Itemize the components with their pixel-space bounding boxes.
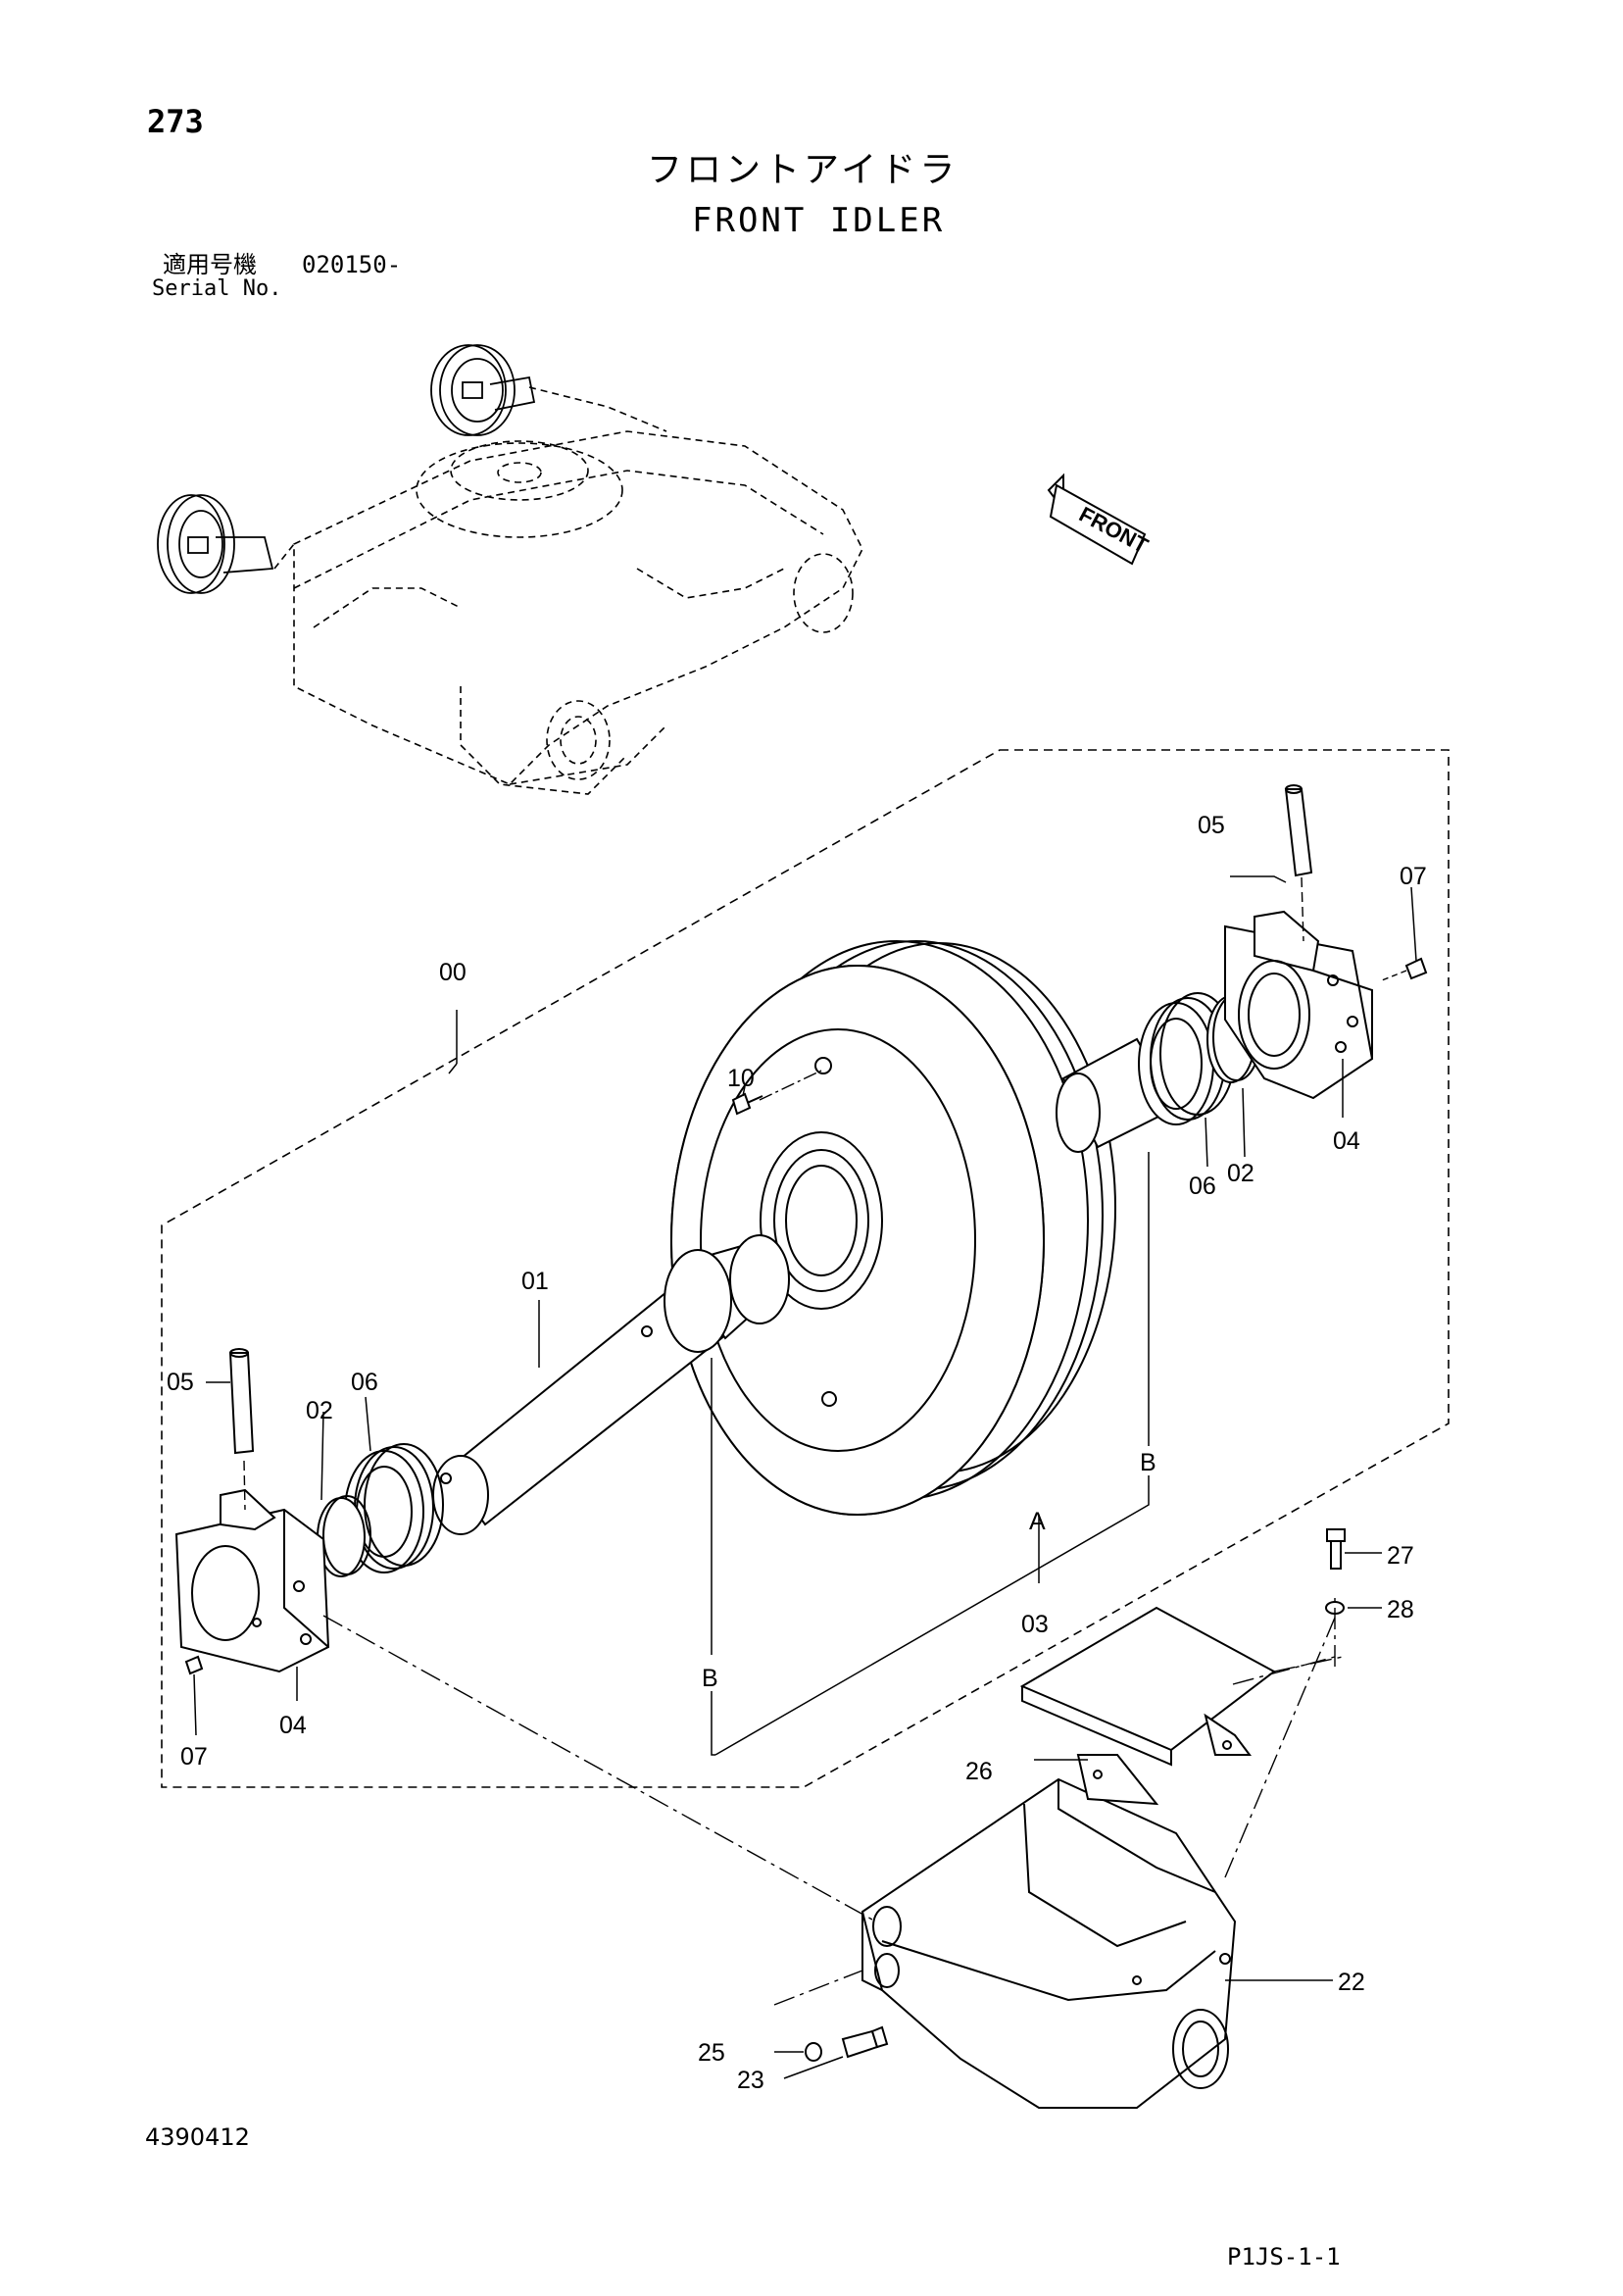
callout-07-left: 07 <box>180 1743 208 1771</box>
callout-26: 26 <box>965 1758 993 1785</box>
callout-07-right: 07 <box>1400 863 1427 890</box>
shaft-01 <box>432 1234 790 1535</box>
bearing-block-04-left <box>174 1488 330 1673</box>
callout-02-left: 02 <box>306 1397 333 1424</box>
callout-05-left: 05 <box>167 1369 194 1396</box>
callout-04-left: 04 <box>279 1712 307 1739</box>
callout-27: 27 <box>1387 1542 1414 1570</box>
track-frame-overview <box>273 386 863 795</box>
bolt-10 <box>731 1070 822 1116</box>
serial-label-japanese: 適用号機 <box>163 251 257 278</box>
callout-B-left: B <box>702 1665 718 1692</box>
cover-plate-26 <box>1019 1606 1276 1806</box>
bolt-07-right <box>1381 957 1428 981</box>
leader-lines <box>193 875 1417 2079</box>
callout-labels: 00 01 02 02 03 04 04 05 05 06 06 07 07 1… <box>167 812 1427 2094</box>
assembly-boundary <box>161 749 1450 1788</box>
overview-idler-front <box>157 494 274 594</box>
callout-01: 01 <box>521 1268 549 1295</box>
front-direction-arrow: FRONT <box>1047 473 1153 566</box>
pin-05-left <box>228 1348 255 1511</box>
callout-23: 23 <box>737 2067 764 2094</box>
assembly-dashed-lines <box>322 1598 1344 2006</box>
callout-28: 28 <box>1387 1596 1414 1623</box>
pin-05-right <box>1284 784 1313 942</box>
page-number: 273 <box>147 103 204 140</box>
callout-02-right: 02 <box>1227 1160 1254 1187</box>
callout-03: 03 <box>1021 1611 1049 1638</box>
callout-06-right: 06 <box>1189 1173 1216 1200</box>
bolt-23 <box>841 2025 889 2059</box>
bearing-block-04-right <box>1224 910 1374 1100</box>
callout-10: 10 <box>727 1065 755 1092</box>
serial-value: 020150- <box>302 251 402 278</box>
idler-wheel <box>670 940 1116 1516</box>
callout-05-right: 05 <box>1198 812 1225 839</box>
washer-25 <box>805 2042 822 2062</box>
bolt-27 <box>1326 1528 1346 1570</box>
title-english: FRONT IDLER <box>692 201 946 240</box>
callout-00: 00 <box>439 959 467 986</box>
callout-22: 22 <box>1338 1969 1365 1996</box>
page-code: P1JS-1-1 <box>1227 2243 1341 2271</box>
title-japanese: フロントアイドラ <box>647 150 959 190</box>
yoke-22 <box>861 1777 1237 2109</box>
document-id: 4390412 <box>145 2123 250 2151</box>
callout-25: 25 <box>698 2039 725 2067</box>
bolt-07-left <box>184 1655 204 1675</box>
overview-idler-rear <box>430 344 536 436</box>
serial-label-english: Serial No. <box>152 276 282 301</box>
callout-A: A <box>1029 1508 1046 1535</box>
callout-06-left: 06 <box>351 1369 378 1396</box>
callout-04-right: 04 <box>1333 1127 1360 1155</box>
callout-B-right: B <box>1140 1449 1156 1476</box>
